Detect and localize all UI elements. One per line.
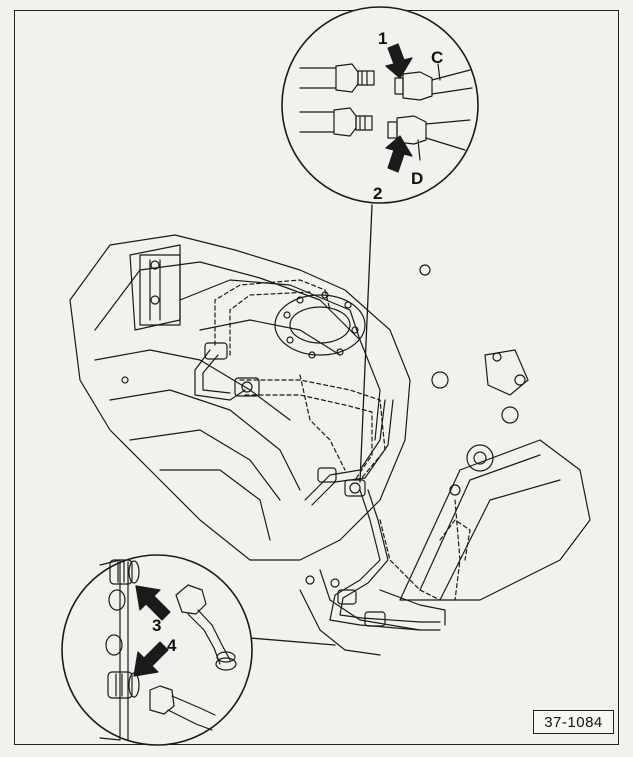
callout-2: 2: [373, 184, 383, 203]
upper-detail-inset: [281, 6, 479, 204]
engine-block: [299, 349, 591, 656]
callout-d: D: [411, 169, 424, 188]
fittings: [204, 342, 386, 627]
callout-c: C: [431, 48, 444, 67]
callout-4: 4: [167, 636, 177, 655]
leader-line-upper: [359, 204, 373, 483]
leader-line-lower: [249, 637, 336, 646]
gearbox-housing: [69, 234, 449, 561]
bolt-flange: [274, 291, 366, 359]
figure-reference-code: 37-1084: [533, 710, 614, 734]
callout-1: 1: [378, 29, 388, 48]
page-frame: [14, 10, 619, 745]
arrow-1: [385, 43, 413, 79]
arrow-2: [385, 135, 413, 173]
callout-3: 3: [152, 616, 162, 635]
arrow-3: [135, 585, 171, 621]
arrow-4: [133, 641, 169, 677]
lower-detail-inset: [61, 554, 253, 746]
hidden-lines: [214, 279, 471, 601]
oil-lines: [194, 349, 446, 631]
